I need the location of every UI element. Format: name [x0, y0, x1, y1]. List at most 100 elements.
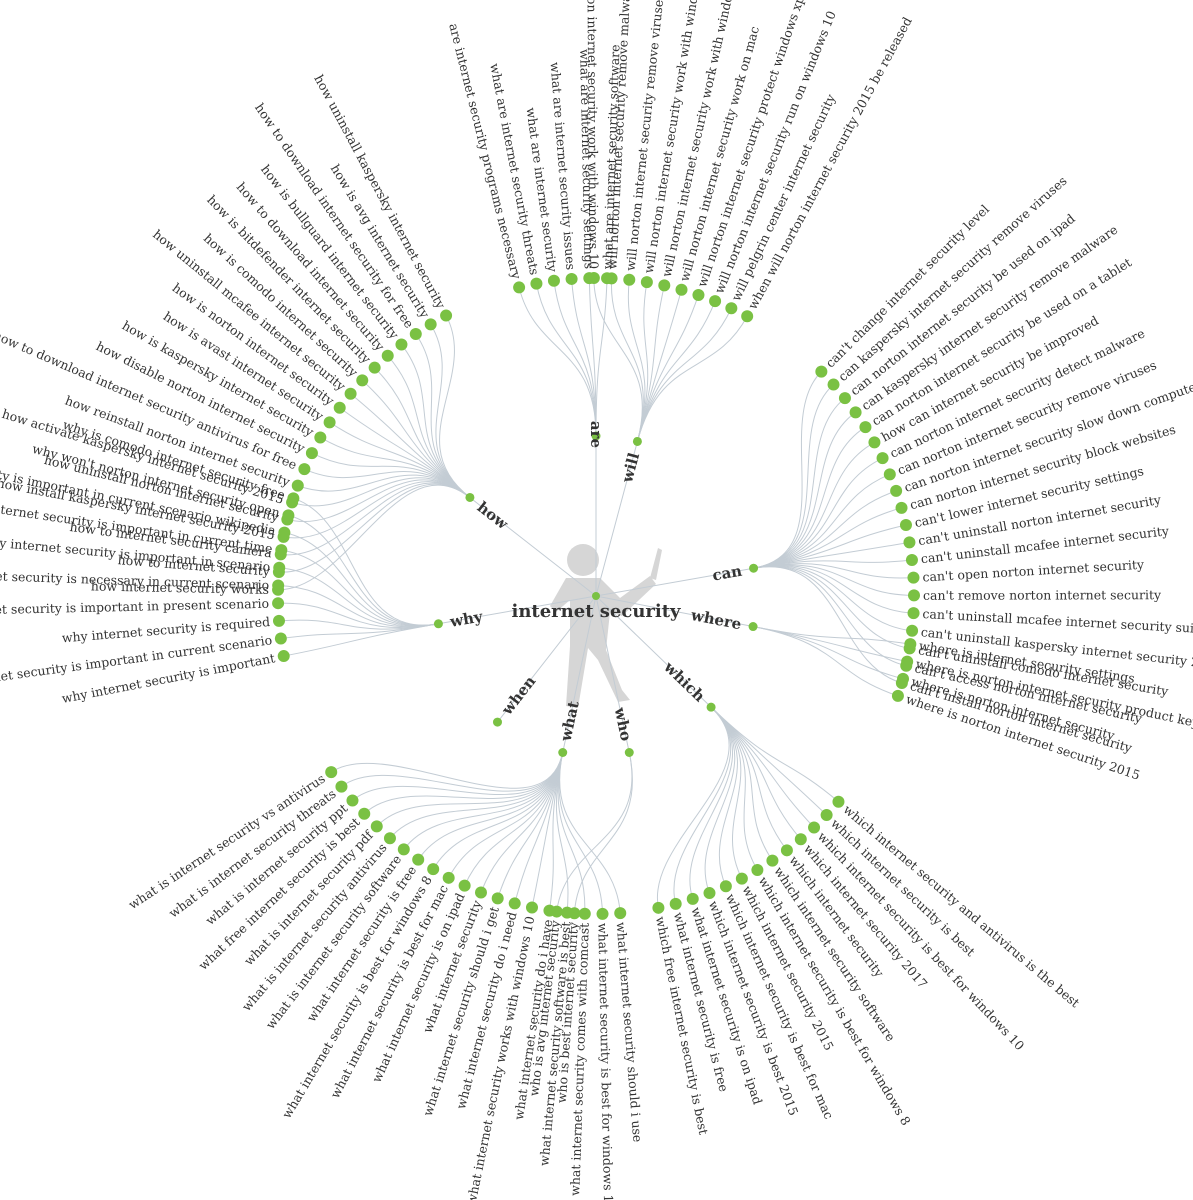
- leaf-node-dot[interactable]: [491, 892, 504, 905]
- leaf-node-dot[interactable]: [815, 365, 828, 378]
- leaf-node-dot[interactable]: [849, 406, 862, 419]
- leaf-node-dot[interactable]: [333, 401, 346, 414]
- suggestion-label[interactable]: how internet security works: [91, 578, 269, 597]
- leaf-node-dot[interactable]: [903, 536, 916, 549]
- leaf-node-dot[interactable]: [897, 672, 910, 685]
- suggestion-label[interactable]: can't remove norton internet security: [923, 587, 1162, 602]
- leaf-node-dot[interactable]: [314, 431, 327, 444]
- leaf-node-dot[interactable]: [368, 361, 381, 374]
- branch-label-how[interactable]: how: [474, 498, 513, 534]
- leaf-node-dot[interactable]: [735, 872, 748, 885]
- leaf-node-dot[interactable]: [412, 853, 425, 866]
- leaf-node-dot[interactable]: [383, 832, 396, 845]
- leaf-node-dot[interactable]: [323, 416, 336, 429]
- suggestion-label[interactable]: what internet security is best for windo…: [595, 923, 616, 1200]
- branch-label-what[interactable]: what: [556, 699, 582, 743]
- leaf-node-dot[interactable]: [335, 780, 348, 793]
- branch-label-are[interactable]: are: [587, 421, 605, 448]
- leaf-node-dot[interactable]: [272, 614, 285, 627]
- leaf-node-dot[interactable]: [832, 795, 845, 808]
- leaf-node-dot[interactable]: [440, 309, 453, 322]
- branch-label-why[interactable]: why: [448, 607, 485, 631]
- leaf-node-dot[interactable]: [474, 886, 487, 899]
- leaf-node-dot[interactable]: [605, 272, 618, 285]
- leaf-node-dot[interactable]: [272, 566, 285, 579]
- leaf-node-dot[interactable]: [587, 272, 600, 285]
- leaf-node-dot[interactable]: [596, 907, 609, 920]
- leaf-node-dot[interactable]: [565, 272, 578, 285]
- suggestion-label[interactable]: what are internet security settings: [577, 49, 597, 269]
- leaf-node-dot[interactable]: [623, 273, 636, 286]
- leaf-node-dot[interactable]: [346, 794, 359, 807]
- leaf-node-dot[interactable]: [890, 484, 903, 497]
- leaf-node-dot[interactable]: [904, 638, 917, 651]
- leaf-node-dot[interactable]: [820, 808, 833, 821]
- leaf-node-dot[interactable]: [530, 277, 543, 290]
- leaf-node-dot[interactable]: [424, 318, 437, 331]
- leaf-node-dot[interactable]: [409, 327, 422, 340]
- leaf-node-dot[interactable]: [703, 887, 716, 900]
- leaf-node-dot[interactable]: [272, 597, 285, 610]
- leaf-node-dot[interactable]: [766, 854, 779, 867]
- leaf-node-dot[interactable]: [358, 807, 371, 820]
- leaf-node-dot[interactable]: [356, 374, 369, 387]
- leaf-node-dot[interactable]: [281, 513, 294, 526]
- leaf-node-dot[interactable]: [274, 632, 287, 645]
- leaf-node-dot[interactable]: [868, 436, 881, 449]
- leaf-node-dot[interactable]: [344, 387, 357, 400]
- leaf-node-dot[interactable]: [305, 447, 318, 460]
- leaf-node-dot[interactable]: [692, 288, 705, 301]
- leaf-node-dot[interactable]: [719, 880, 732, 893]
- branch-label-which[interactable]: which: [660, 657, 709, 705]
- leaf-node-dot[interactable]: [895, 501, 908, 514]
- leaf-node-dot[interactable]: [513, 281, 526, 294]
- leaf-node-dot[interactable]: [277, 650, 290, 663]
- leaf-node-dot[interactable]: [543, 904, 556, 917]
- leaf-node-dot[interactable]: [286, 496, 299, 509]
- leaf-node-dot[interactable]: [658, 279, 671, 292]
- leaf-node-dot[interactable]: [561, 906, 574, 919]
- leaf-node-dot[interactable]: [827, 378, 840, 391]
- leaf-node-dot[interactable]: [876, 452, 889, 465]
- leaf-node-dot[interactable]: [883, 468, 896, 481]
- branch-label-where[interactable]: where: [689, 606, 743, 634]
- leaf-node-dot[interactable]: [547, 274, 560, 287]
- leaf-node-dot[interactable]: [291, 479, 304, 492]
- leaf-node-dot[interactable]: [686, 892, 699, 905]
- leaf-node-dot[interactable]: [652, 901, 665, 914]
- leaf-node-dot[interactable]: [508, 897, 521, 910]
- leaf-node-dot[interactable]: [709, 295, 722, 308]
- leaf-node-dot[interactable]: [274, 548, 287, 561]
- leaf-node-dot[interactable]: [808, 821, 821, 834]
- suggestion-label[interactable]: what internet security should i use: [614, 921, 646, 1142]
- leaf-node-dot[interactable]: [675, 283, 688, 296]
- leaf-node-dot[interactable]: [794, 833, 807, 846]
- suggestion-label[interactable]: will norton internet security work with …: [584, 0, 601, 269]
- branch-label-who[interactable]: who: [610, 705, 635, 743]
- leaf-node-dot[interactable]: [905, 553, 918, 566]
- leaf-node-dot[interactable]: [614, 907, 627, 920]
- leaf-node-dot[interactable]: [901, 655, 914, 668]
- leaf-node-dot[interactable]: [442, 871, 455, 884]
- leaf-node-dot[interactable]: [427, 863, 440, 876]
- branch-label-when[interactable]: when: [497, 672, 539, 719]
- leaf-node-dot[interactable]: [751, 863, 764, 876]
- suggestion-label[interactable]: why internet security is important in pr…: [0, 596, 269, 619]
- leaf-node-dot[interactable]: [578, 907, 591, 920]
- leaf-node-dot[interactable]: [907, 571, 920, 584]
- leaf-node-dot[interactable]: [780, 844, 793, 857]
- leaf-node-dot[interactable]: [906, 624, 919, 637]
- leaf-node-dot[interactable]: [298, 463, 311, 476]
- leaf-node-dot[interactable]: [741, 310, 754, 323]
- branch-label-can[interactable]: can: [711, 562, 744, 585]
- leaf-node-dot[interactable]: [325, 766, 338, 779]
- leaf-node-dot[interactable]: [277, 530, 290, 543]
- leaf-node-dot[interactable]: [899, 518, 912, 531]
- leaf-node-dot[interactable]: [907, 607, 920, 620]
- leaf-node-dot[interactable]: [669, 897, 682, 910]
- branch-label-will[interactable]: will: [618, 450, 643, 485]
- leaf-node-dot[interactable]: [640, 276, 653, 289]
- leaf-node-dot[interactable]: [525, 901, 538, 914]
- leaf-node-dot[interactable]: [397, 843, 410, 856]
- leaf-node-dot[interactable]: [381, 349, 394, 362]
